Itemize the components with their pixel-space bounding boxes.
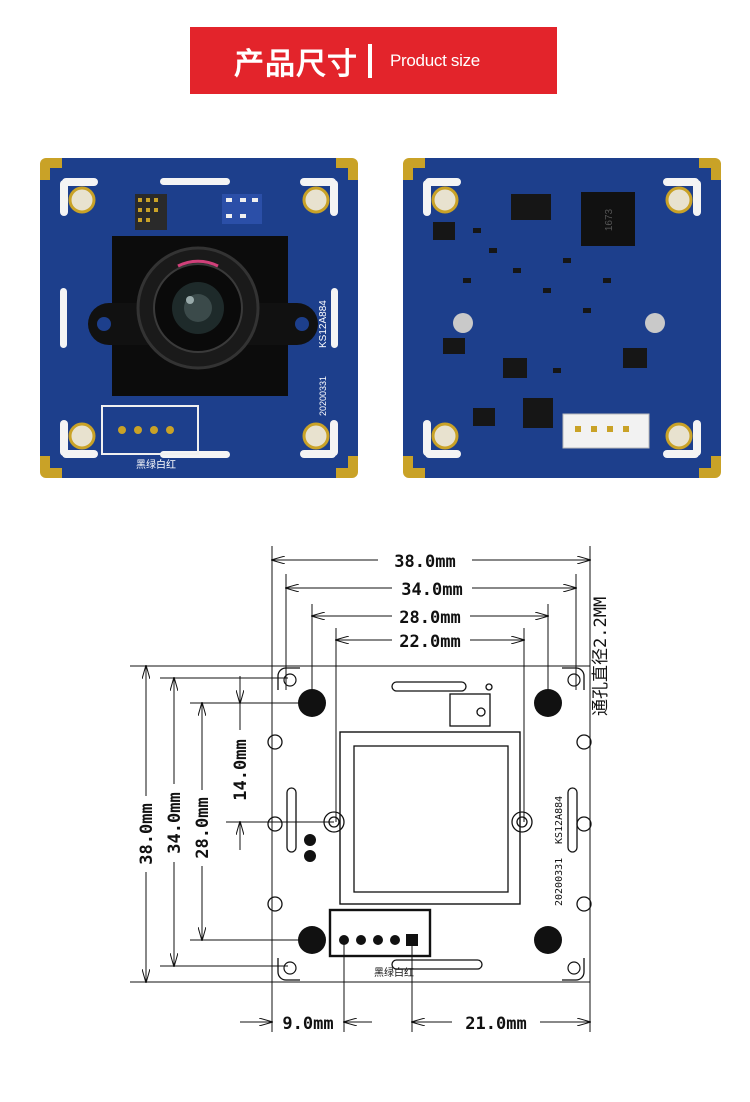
dim-left-height-34: 34.0mm <box>165 792 185 853</box>
dim-bottom-9: 9.0mm <box>282 1014 333 1034</box>
dim-top-width-22: 22.0mm <box>399 632 460 652</box>
camera-back-photo: 1673 <box>403 158 721 478</box>
dim-left-height-28: 28.0mm <box>193 797 213 858</box>
dim-top-width-34: 34.0mm <box>401 580 462 600</box>
back-chip-marking: 1673 <box>604 208 615 231</box>
drawing-connector-label: 黑绿白红 <box>374 966 414 979</box>
hole-diameter-note: 通孔直径2.2MM <box>591 597 611 716</box>
front-board-marking: KS12A884 <box>318 300 329 348</box>
dim-left-height-38: 38.0mm <box>137 803 157 864</box>
drawing-date-code: 20200331 <box>554 858 565 906</box>
board-outline <box>267 665 592 983</box>
front-date-code: 20200331 <box>318 376 328 416</box>
banner-divider <box>368 43 372 78</box>
section-banner: 产品尺寸 Product size <box>190 27 557 94</box>
dim-top-width-38: 38.0mm <box>394 552 455 572</box>
drawing-board-marking: KS12A884 <box>554 796 565 844</box>
banner-title-en: Product size <box>390 50 480 70</box>
dim-bottom-21: 21.0mm <box>465 1014 526 1034</box>
banner-title-zh: 产品尺寸 <box>234 46 358 82</box>
dim-left-height-14: 14.0mm <box>231 739 251 800</box>
front-connector-label: 黑绿白红 <box>136 458 176 471</box>
dim-top-width-28: 28.0mm <box>399 608 460 628</box>
camera-front-photo: KS12A884 20200331 黑绿白红 <box>40 158 358 478</box>
